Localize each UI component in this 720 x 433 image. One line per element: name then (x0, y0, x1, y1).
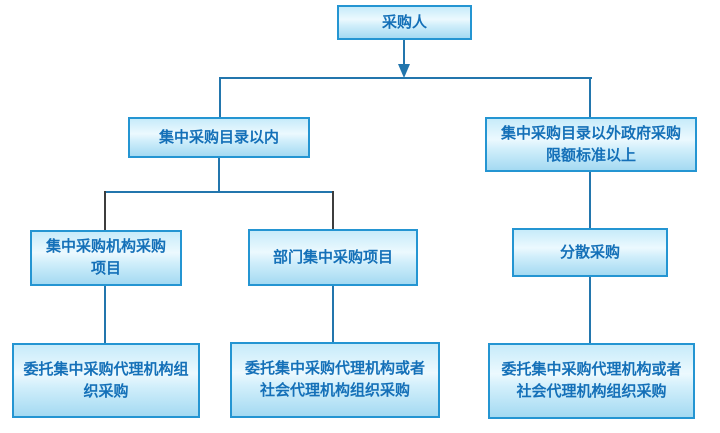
node-within-catalog: 集中采购目录以内 (128, 117, 310, 158)
connector-within-catalog-down (218, 158, 220, 192)
connector-branch-horizontal (219, 77, 592, 79)
connector-purchaser-down (403, 40, 405, 66)
arrow-down-icon (398, 64, 410, 78)
node-entrust-agency-or-social-mid: 委托集中采购代理机构或者 社会代理机构组织采购 (230, 342, 440, 418)
node-centralized-agency-project: 集中采购机构采购 项目 (30, 230, 182, 286)
connector-departmental-down (332, 286, 334, 343)
connector-sub-branch-horizontal (105, 191, 334, 193)
connector-decentralized-down (589, 277, 591, 344)
node-entrust-centralized-agency: 委托集中采购代理机构组 织采购 (12, 343, 200, 418)
connector-centralized-agency-down (104, 286, 106, 344)
connector-sub-left-down (104, 191, 106, 231)
node-purchaser: 采购人 (337, 5, 472, 40)
connector-outside-catalog-down (589, 172, 591, 229)
connector-branch-left-down (219, 77, 221, 118)
connector-branch-right-down (589, 77, 591, 118)
node-outside-catalog: 集中采购目录以外政府采购 限额标准以上 (485, 117, 697, 172)
node-entrust-agency-or-social-right: 委托集中采购代理机构或者 社会代理机构组织采购 (488, 343, 695, 419)
node-departmental-project: 部门集中采购项目 (248, 229, 418, 286)
node-decentralized-procurement: 分散采购 (512, 228, 668, 277)
connector-sub-right-down (332, 191, 334, 230)
